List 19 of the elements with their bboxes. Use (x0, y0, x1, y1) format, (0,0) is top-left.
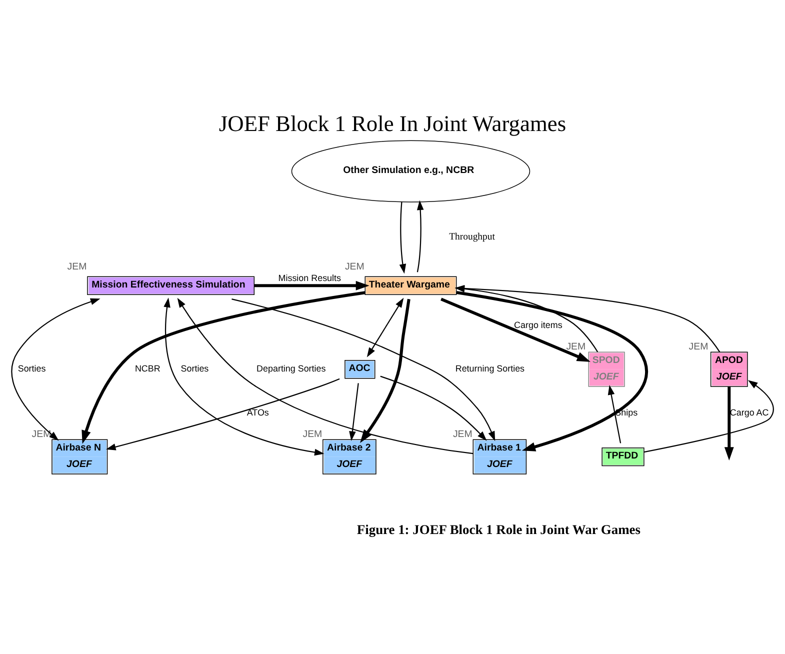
node-label: JEM (302, 428, 322, 440)
diagram-title: JOEF Block 1 Role In Joint Wargames (218, 110, 566, 136)
edge-label: Returning Sorties (455, 363, 525, 374)
node-label: JEM (67, 261, 87, 272)
node-label: JEM (688, 340, 708, 352)
label: Throughput (449, 231, 495, 242)
edge-label: Sorties (18, 363, 46, 374)
caption: Figure 1: JOEF Block 1 Role in Joint War Games (356, 522, 640, 537)
edge-label: Cargo items (514, 319, 562, 330)
edge-label: Cargo AC (730, 406, 769, 417)
edge-label: Mission Results (278, 272, 341, 282)
edge-label: Sorties (180, 363, 209, 374)
edge-label: ATOs (246, 406, 269, 417)
node-label: JEM (566, 340, 586, 352)
node-label: JEM (32, 428, 52, 440)
node-label: JEM (452, 428, 472, 440)
node-label: JEM (344, 261, 364, 272)
edge-label: Departing Sorties (256, 363, 326, 374)
edge-label: NCBR (134, 363, 160, 374)
